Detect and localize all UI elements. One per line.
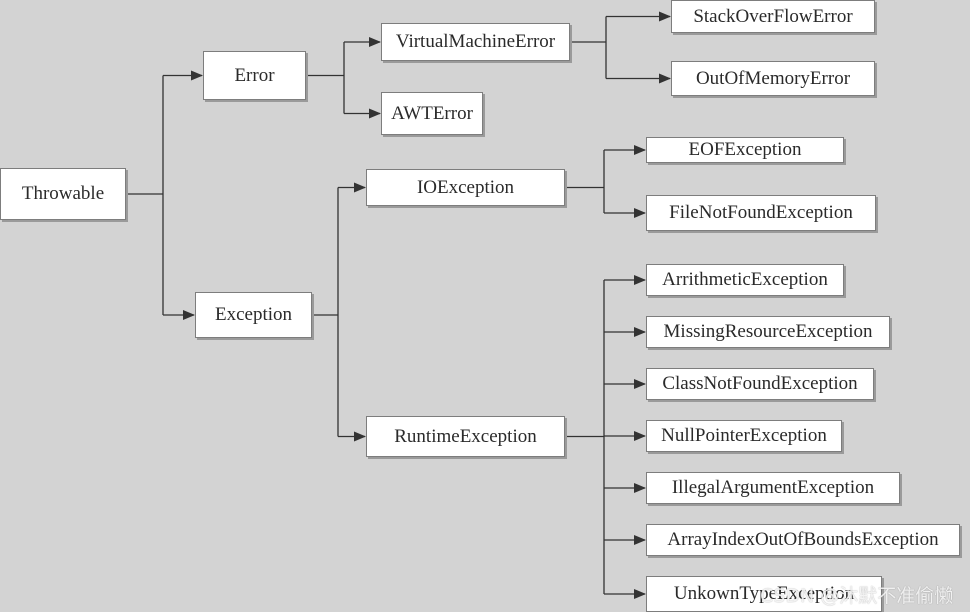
node-arithmetic-exception: ArrithmeticException: [646, 264, 844, 296]
node-missing-resource-exception: MissingResourceException: [646, 316, 890, 348]
node-array-index-out-of-bounds-exception: ArrayIndexOutOfBoundsException: [646, 524, 960, 556]
node-out-of-memory-error: OutOfMemoryError: [671, 61, 875, 96]
node-virtual-machine-error: VirtualMachineError: [381, 23, 570, 61]
watermark: CSDN @沐默不准偷懒: [760, 585, 954, 607]
node-exception: Exception: [195, 292, 312, 338]
node-eof-exception: EOFException: [646, 137, 844, 163]
node-error: Error: [203, 51, 306, 100]
node-unknown-type-exception: UnkownTypeException: [646, 576, 882, 612]
node-illegal-argument-exception: IllegalArgumentException: [646, 472, 900, 504]
node-throwable: Throwable: [0, 168, 126, 220]
node-runtime-exception: RuntimeException: [366, 416, 565, 457]
node-awt-error: AWTError: [381, 92, 483, 135]
node-class-not-found-exception: ClassNotFoundException: [646, 368, 874, 400]
node-file-not-found-exception: FileNotFoundException: [646, 195, 876, 231]
node-io-exception: IOException: [366, 169, 565, 206]
node-stack-overflow-error: StackOverFlowError: [671, 0, 875, 33]
node-null-pointer-exception: NullPointerException: [646, 420, 842, 452]
